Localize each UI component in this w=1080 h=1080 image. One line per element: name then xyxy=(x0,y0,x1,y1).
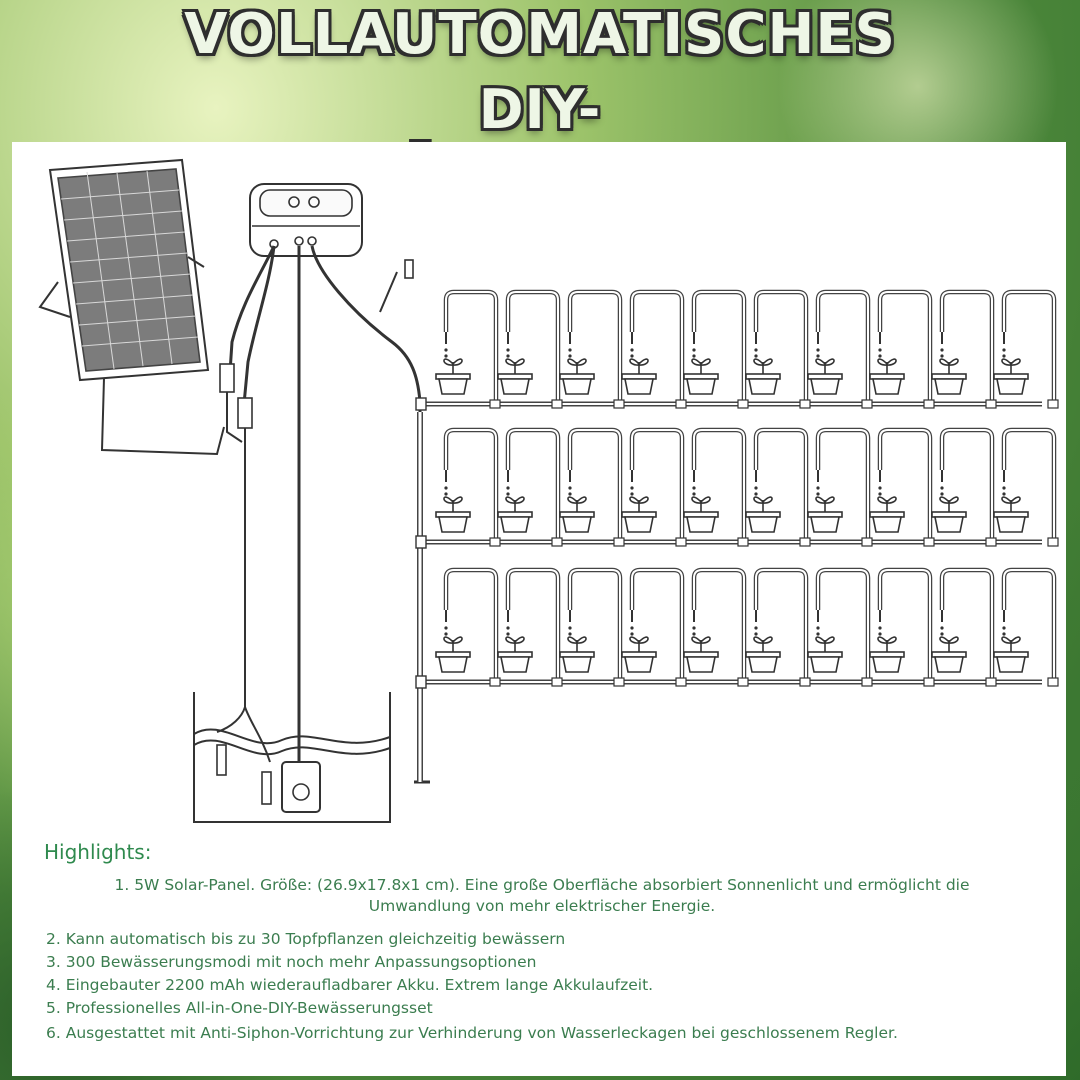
highlight-item-2: 2. Kann automatisch bis zu 30 Topfpflanz… xyxy=(46,930,566,948)
highlights-heading: Highlights: xyxy=(44,840,152,864)
title-line-1: VOLLAUTOMATISCHES xyxy=(184,2,896,67)
highlight-item-3: 3. 300 Bewässerungsmodi mit noch mehr An… xyxy=(46,953,537,971)
highlight-item-6: 6. Ausgestattet mit Anti-Siphon-Vorricht… xyxy=(46,1024,898,1042)
plant-pot-grid xyxy=(415,289,1059,689)
pump-controller-icon xyxy=(249,183,363,257)
solar-panel-icon xyxy=(38,158,225,456)
highlight-item-4: 4. Eingebauter 2200 mAh wiederaufladbare… xyxy=(46,976,654,994)
irrigation-diagram xyxy=(38,158,1059,823)
highlight-item-5: 5. Professionelles All-in-One-DIY-Bewäss… xyxy=(46,999,433,1017)
highlight-item-1: 1. 5W Solar-Panel. Größe: (26.9x17.8x1 c… xyxy=(114,876,970,915)
content-panel: Highlights: 1. 5W Solar-Panel. Größe: (2… xyxy=(12,142,1066,1076)
water-container-icon xyxy=(193,692,391,823)
